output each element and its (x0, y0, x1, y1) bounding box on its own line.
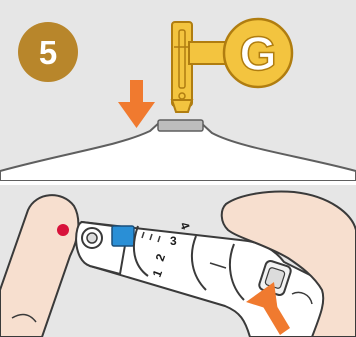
device-tip-hole (87, 233, 97, 243)
bottom-panel: 1 2 3 4 (0, 185, 356, 337)
key-letter: G (239, 28, 276, 81)
panel-divider (0, 181, 356, 185)
step-number: 5 (39, 34, 57, 71)
dial-number-3: 3 (170, 234, 177, 248)
key-tip (172, 100, 192, 112)
device-lancet (112, 226, 134, 246)
down-arrow-stem (130, 80, 143, 104)
bottle-cap (158, 120, 203, 131)
step-badge-icon: 5 (18, 22, 78, 82)
blood-drop-icon (57, 224, 69, 236)
